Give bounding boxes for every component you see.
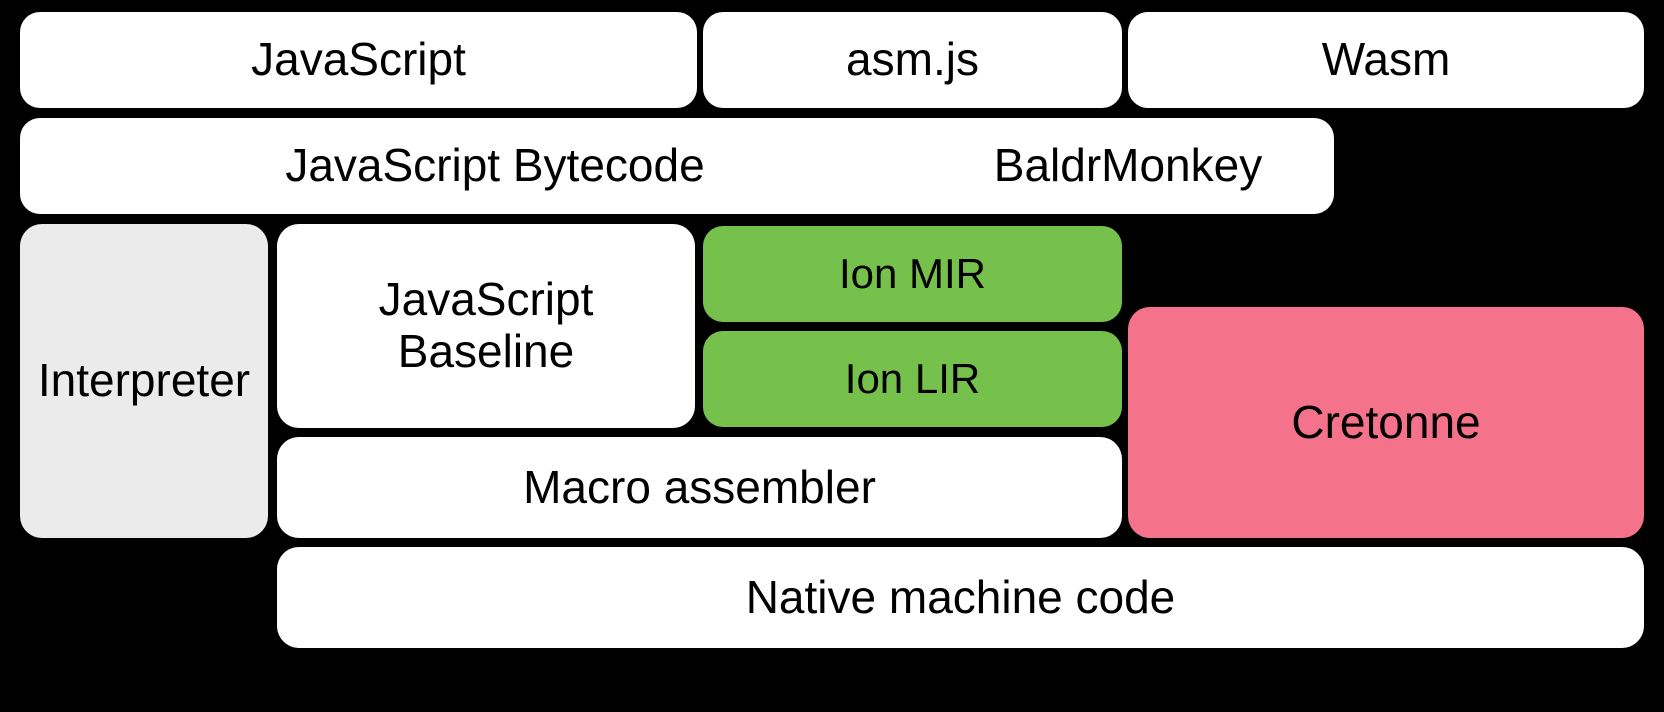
node-wasm: Wasm — [1128, 12, 1644, 108]
node-asmjs: asm.js — [703, 12, 1122, 108]
node-interpreter: Interpreter — [20, 224, 268, 538]
node-baldrmonkey: BaldrMonkey — [922, 118, 1334, 214]
node-javascript-baseline: JavaScript Baseline — [277, 224, 695, 428]
node-macro-assembler: Macro assembler — [277, 437, 1122, 538]
node-ion-lir: Ion LIR — [703, 331, 1122, 427]
node-cretonne: Cretonne — [1128, 307, 1644, 538]
node-javascript: JavaScript — [20, 12, 697, 108]
node-native-machine-code: Native machine code — [277, 547, 1644, 648]
node-javascript-bytecode: JavaScript Bytecode — [20, 118, 970, 214]
node-ion-mir: Ion MIR — [703, 226, 1122, 322]
